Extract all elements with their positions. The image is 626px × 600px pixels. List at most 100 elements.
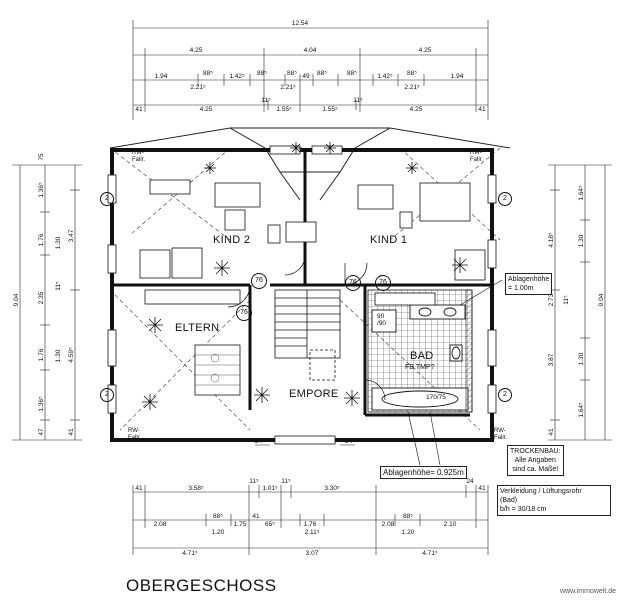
door-tag-2: 76 bbox=[345, 275, 361, 291]
dim-top-r2-1: 4.25 bbox=[190, 47, 203, 54]
note-verkleidung: Verkleidung / Lüftungsrohr (Bad) b/h = 3… bbox=[497, 485, 611, 516]
rw-fallrohr-bottom-left: RW- Fallr. bbox=[128, 428, 142, 441]
rw-fallrohr-top-right: RW- Fallr. bbox=[470, 150, 484, 163]
dim-top-r4-5: 1.55⁵ bbox=[322, 106, 338, 113]
note-trockenbau: TROCKENBAU: Alle Angaben sind ca. Maße! bbox=[507, 445, 564, 476]
dim-bottom-r2-6: 1.76 bbox=[304, 521, 317, 528]
dim-bottom-r1-6: 3.30⁵ bbox=[324, 485, 340, 492]
dim-top-r3-8: 88⁵ bbox=[347, 70, 357, 77]
right-dimension-labels: 4.18⁵ 1.64⁵ 2.73 3.87 1.64⁵ 9.04 1.30 1.… bbox=[548, 185, 605, 436]
dim-left-13: 1.30 bbox=[55, 349, 62, 362]
dim-bottom-r3-3: 4.71⁵ bbox=[422, 550, 438, 557]
dim-left-5: 1.76 bbox=[38, 348, 45, 361]
room-label-kind1: KIND 1 bbox=[370, 234, 408, 246]
door-tag-1: 76 bbox=[251, 273, 267, 289]
dim-bottom-r2-8: 2.08 bbox=[382, 521, 395, 528]
dim-right-8: 1.30 bbox=[578, 352, 585, 365]
door-tag-3: 76 bbox=[236, 305, 252, 321]
tub-size: 170/75 bbox=[426, 394, 446, 401]
dim-bottom-r2-1: 2.08 bbox=[154, 521, 167, 528]
dim-top-r3-7: 88⁵ bbox=[317, 70, 327, 77]
dim-bottom-r2-9: 2.10 bbox=[444, 521, 457, 528]
axis-tag-3: 2 bbox=[100, 388, 114, 402]
bottom-dimension-chains bbox=[132, 485, 489, 555]
rw-fallrohr-bottom-right: RW- Fallr. bbox=[494, 428, 508, 441]
dim-bottom-r2-2: 88⁵ bbox=[213, 513, 223, 520]
dim-top-r3-1: 1.94 bbox=[155, 73, 168, 80]
dim-left-8: 3.47 bbox=[68, 229, 75, 242]
dim-top-r2-2: 4.04 bbox=[304, 47, 317, 54]
dim-right-2: 1.64⁵ bbox=[578, 185, 585, 201]
bath-vent-duct bbox=[465, 289, 473, 413]
dim-left-3: 1.76 bbox=[38, 233, 45, 246]
door-tag-4: 76 bbox=[375, 275, 391, 291]
dim-left-7: 47 bbox=[38, 428, 45, 436]
dim-top-r4-7: 4.25 bbox=[410, 106, 423, 113]
dim-top-r4-4: 1.55⁵ bbox=[276, 106, 292, 113]
dim-bottom-r1-1: 41 bbox=[135, 485, 143, 492]
dim-24-left: 24 bbox=[255, 438, 263, 445]
dim-top-r4-6: 11⁵ bbox=[353, 97, 363, 104]
dim-top-r3-10: 88⁵ bbox=[407, 70, 417, 77]
dim-left-6: 1.36⁵ bbox=[38, 396, 45, 412]
dim-top-r2-3: 4.25 bbox=[419, 47, 432, 54]
room-label-eltern: ELTERN bbox=[175, 322, 220, 334]
dim-left-2: 1.36⁵ bbox=[38, 182, 45, 198]
dim-bottom-r2-4: 41 bbox=[252, 513, 260, 520]
dim-24-right: 24 bbox=[345, 438, 353, 445]
dim-top-r4-2: 4.25 bbox=[200, 106, 213, 113]
room-label-empore: EMPORE bbox=[289, 388, 339, 400]
note-ablagenhoehe-bottom: Ablagenhöhe= 0.925m bbox=[380, 466, 467, 479]
note-ablagenhoehe-top: Ablagenhöhe = 1.00m bbox=[505, 273, 553, 295]
dim-right-5: 1.64⁵ bbox=[578, 402, 585, 418]
windows bbox=[107, 145, 497, 445]
dim-bottom-r1-8: 41 bbox=[478, 485, 486, 492]
room-label-bad: BAD bbox=[410, 350, 434, 362]
room-label-kind2: KIND 2 bbox=[213, 234, 251, 246]
dim-right-4: 3.87 bbox=[548, 353, 555, 366]
dim-right-9: 11⁵ bbox=[563, 295, 570, 305]
dim-bottom-r2-7: 88⁵ bbox=[403, 513, 413, 520]
dim-right-6: 9.04 bbox=[598, 293, 605, 306]
watermark: www.immowelt.de bbox=[560, 588, 617, 595]
dim-right-10: 41 bbox=[548, 428, 555, 436]
dim-top-r3-4: 88⁵ bbox=[257, 70, 267, 77]
dim-right-1: 4.18⁵ bbox=[548, 232, 555, 248]
dim-top-r4-8: 41 bbox=[478, 106, 486, 113]
dim-left-1: 75 bbox=[38, 153, 45, 161]
dim-bottom-r3-2: 3.07 bbox=[306, 550, 319, 557]
staircase bbox=[274, 289, 341, 381]
dim-right-3: 2.73 bbox=[548, 293, 555, 306]
dim-top-r3-3: 1.42⁵ bbox=[229, 73, 245, 80]
dim-top-r3-6: 49 bbox=[302, 73, 310, 80]
bed-pattern-eltern bbox=[195, 353, 240, 386]
dim-top-r4-1: 41 bbox=[135, 106, 143, 113]
shower-size: 90 /90 bbox=[377, 313, 387, 327]
left-dimension-chains bbox=[12, 164, 82, 441]
room-label-bad-sub: FB.TMP? bbox=[405, 364, 435, 371]
dim-top-r3-11: 1.94 bbox=[451, 73, 464, 80]
dim-bottom-r3-1: 4.71⁵ bbox=[182, 550, 198, 557]
top-dimension-chains bbox=[132, 20, 489, 120]
dim-top-r3b-1: 2.21⁵ bbox=[190, 84, 206, 91]
dim-top-r3b-3: 2.21⁵ bbox=[404, 84, 420, 91]
dim-bottom-r2-3: 1.75 bbox=[234, 521, 247, 528]
dim-top-r3-2: 88⁵ bbox=[203, 70, 213, 77]
dim-bottom-r1-4: 1.01⁵ bbox=[262, 485, 278, 492]
rw-fallrohr-top-left: RW- Fallr. bbox=[132, 150, 146, 163]
dim-top-r3-5: 88⁵ bbox=[287, 70, 297, 77]
dim-left-10: 9.04 bbox=[13, 293, 20, 306]
dim-bottom-r1-7: 24 bbox=[466, 478, 474, 485]
plant-icons bbox=[142, 142, 468, 410]
axis-tag-2: 2 bbox=[498, 192, 512, 206]
dim-top-total: 12.54 bbox=[292, 20, 309, 27]
dim-top-r3-9: 1.42⁵ bbox=[377, 73, 393, 80]
dim-left-12: 1.30 bbox=[55, 236, 62, 249]
dim-right-7: 1.30 bbox=[578, 234, 585, 247]
dim-bottom-r1-5: 11⁵ bbox=[281, 478, 291, 485]
dim-bottom-r1-2: 3.58⁵ bbox=[188, 485, 204, 492]
dim-bottom-r2-5: 65⁵ bbox=[265, 521, 275, 528]
dim-left-11: 11⁵ bbox=[55, 281, 62, 291]
left-dimension-labels: 75 1.36⁵ 1.76 2.35 1.76 1.36⁵ 47 3.47 4.… bbox=[13, 153, 75, 436]
